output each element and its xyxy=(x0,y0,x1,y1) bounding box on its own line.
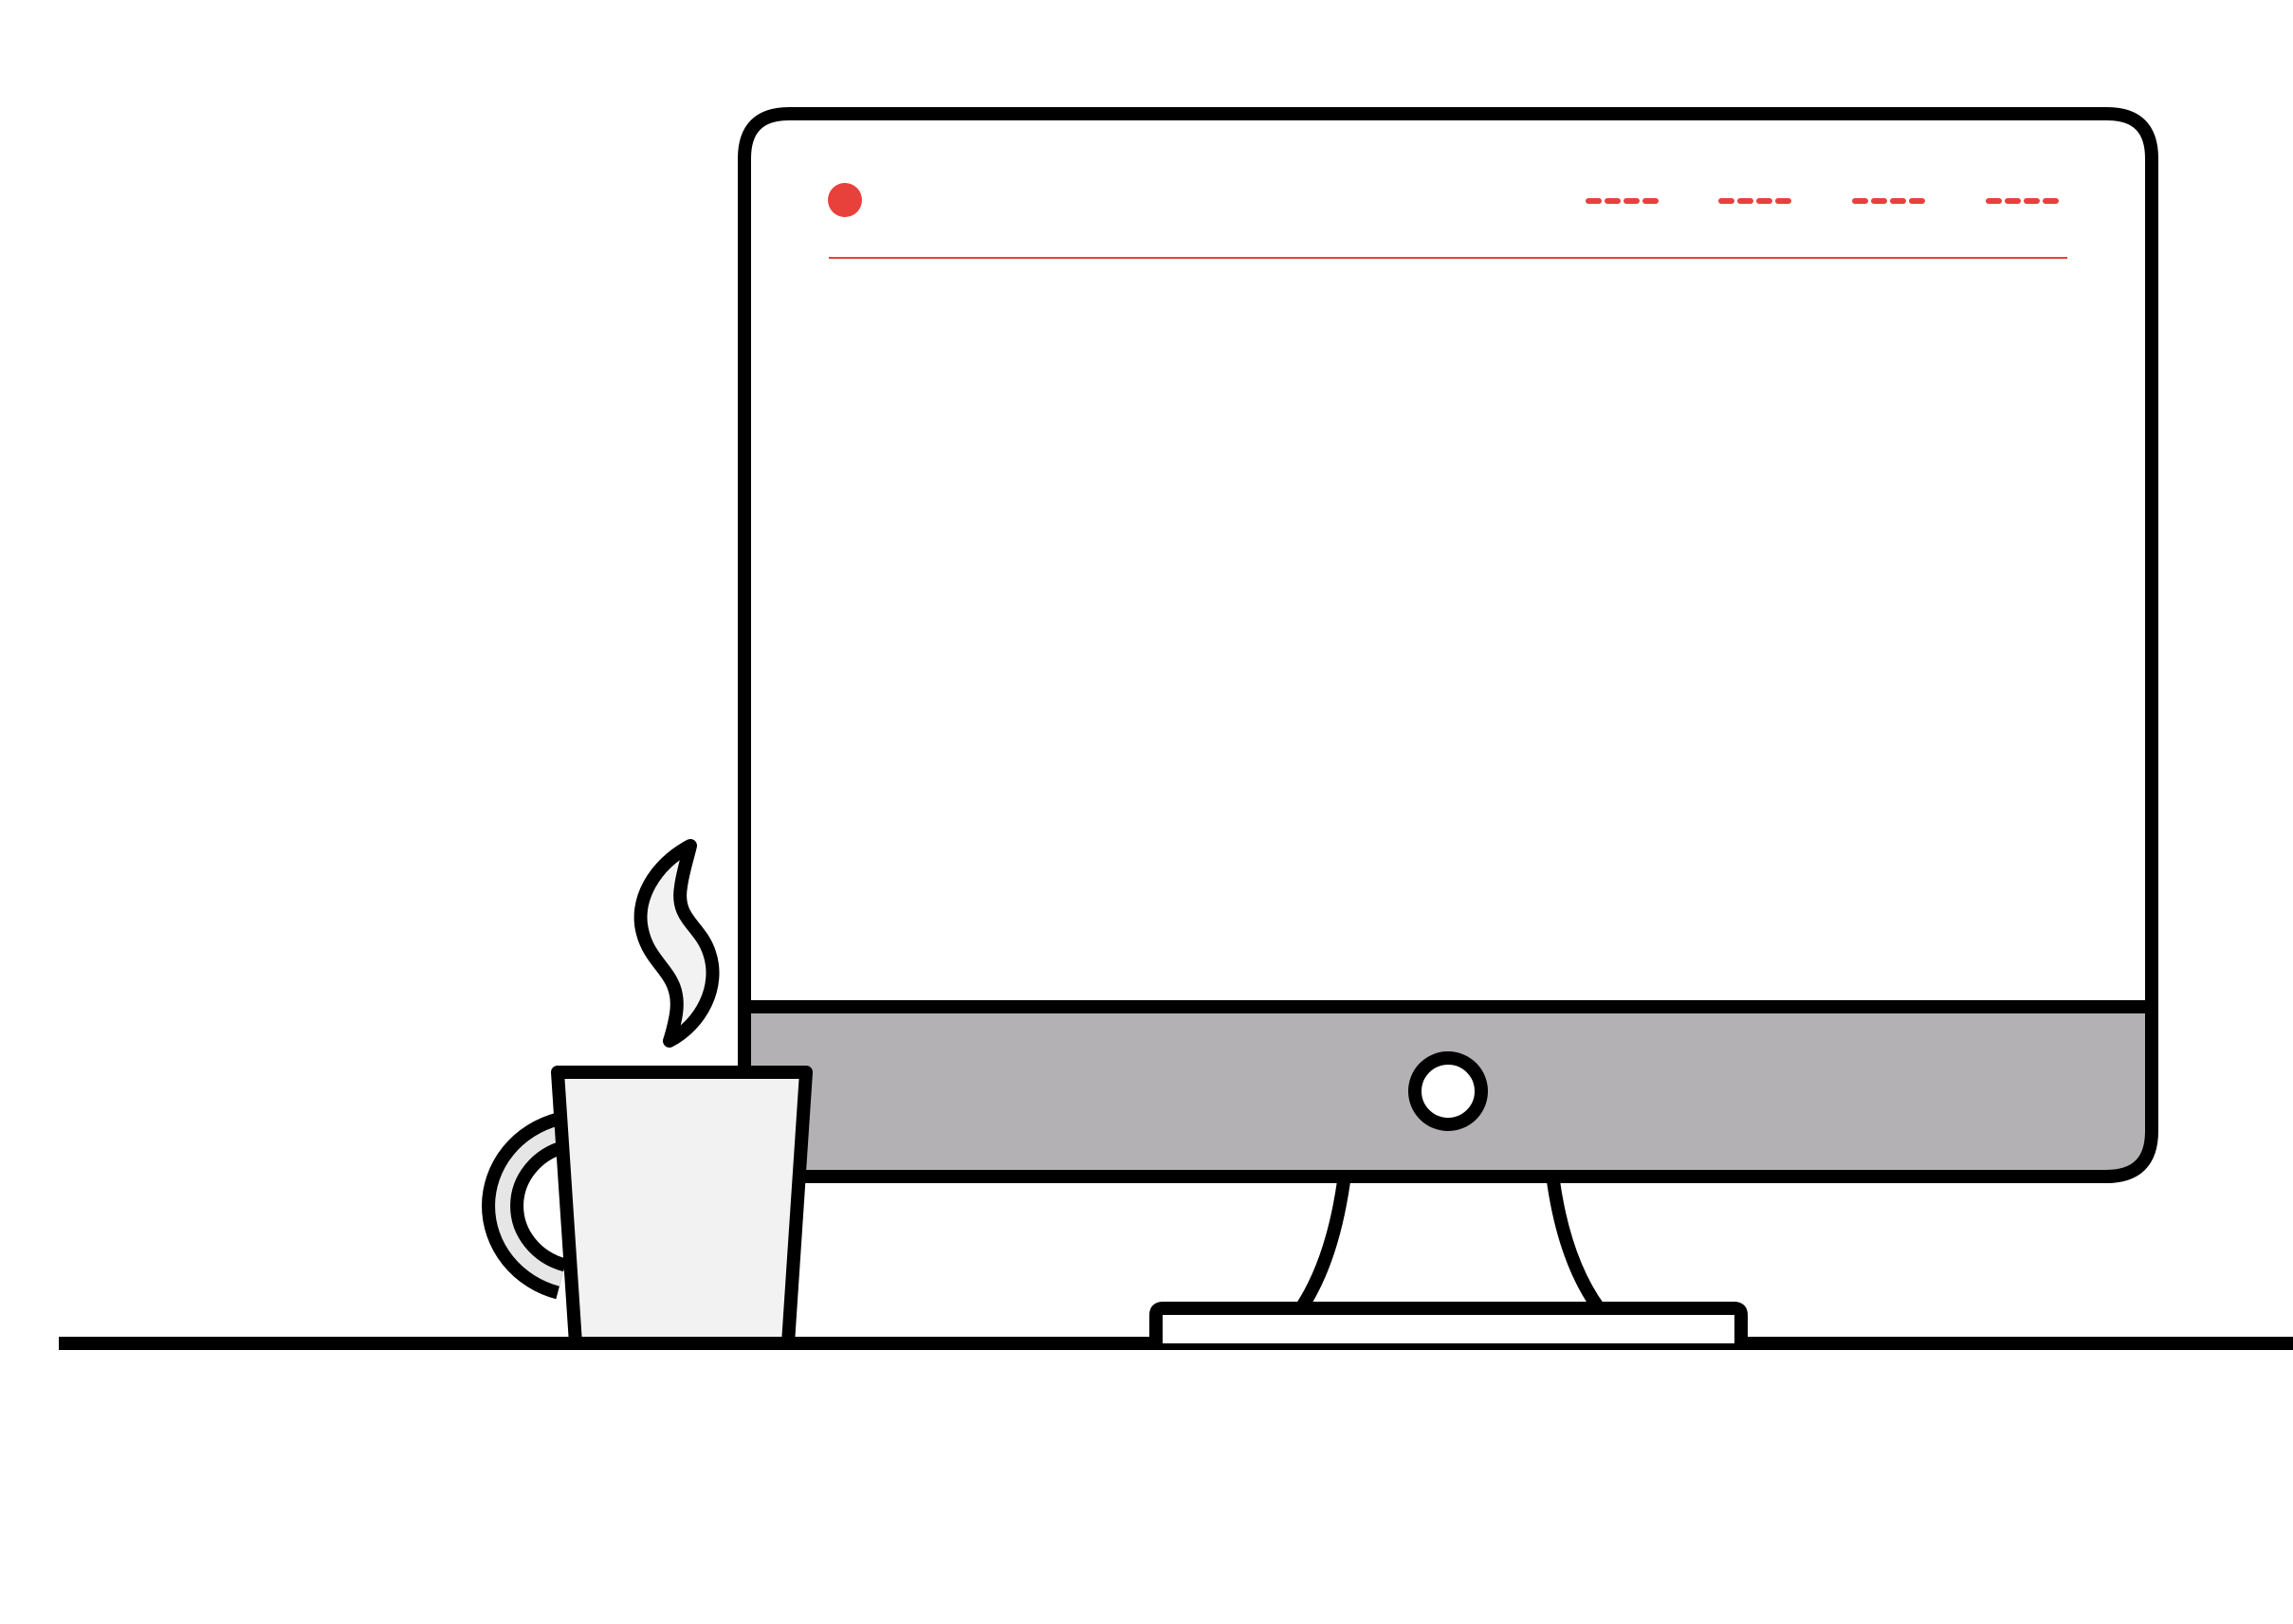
steam-icon xyxy=(633,839,720,1048)
monitor-screen-frame xyxy=(738,107,2158,1013)
circle-button-icon[interactable] xyxy=(1408,1051,1488,1131)
mug-handle xyxy=(482,1112,568,1300)
coffee-mug xyxy=(551,1066,813,1350)
screen-header xyxy=(828,183,2067,259)
red-dot-logo-icon[interactable] xyxy=(828,183,862,217)
monitor-stand xyxy=(1149,1180,1748,1343)
